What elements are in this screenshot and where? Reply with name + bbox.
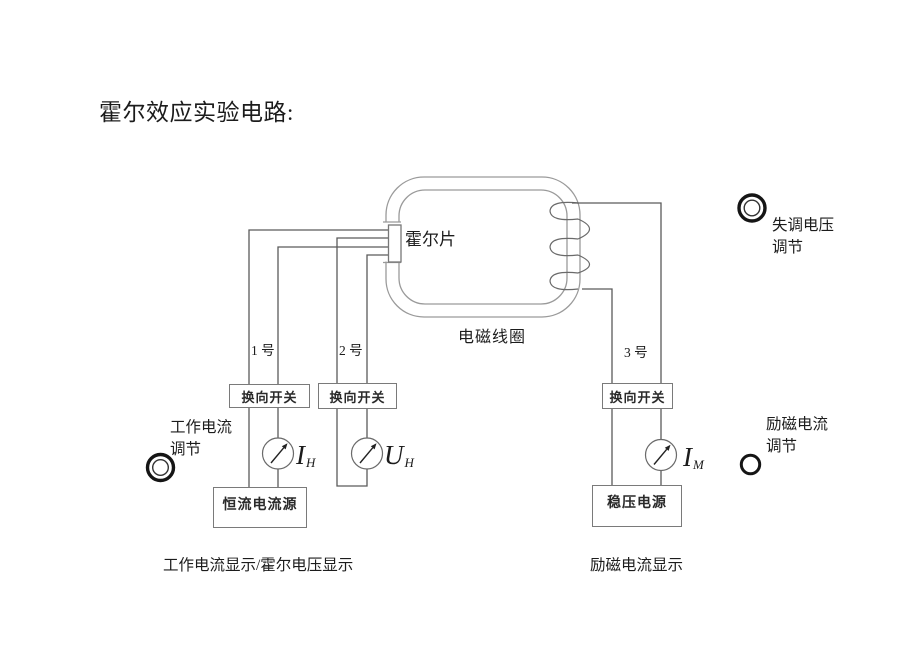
footer-left-label: 工作电流显示/霍尔电压显示 <box>163 557 354 574</box>
page-title: 霍尔效应实验电路: <box>99 100 294 125</box>
hall-plate-label: 霍尔片 <box>405 230 456 249</box>
regulated-power-supply-box: 稳压电源 <box>592 485 682 527</box>
excitation-current-label-line2: 调节 <box>766 437 798 455</box>
meter-ih-subscript: H <box>306 455 316 470</box>
constant-current-source-box: 恒流电流源 <box>213 487 307 528</box>
offset-voltage-label-line2: 调节 <box>772 238 804 256</box>
meter-uh-subscript: H <box>404 455 414 470</box>
meter-ih-dial <box>261 437 295 470</box>
meter-im-needle-icon <box>653 448 668 465</box>
meter-uh-dial <box>350 437 384 470</box>
meter-uh-needle-tip-icon <box>370 443 377 450</box>
working-current-label-line2: 调节 <box>170 440 202 458</box>
excitation-current-knob-label: 励磁电流 调节 <box>766 414 828 457</box>
reversing-switch-3: 换向开关 <box>602 383 673 409</box>
wire-3-right <box>572 202 662 486</box>
meter-ih-needle-tip-icon <box>281 443 288 450</box>
meter-ih <box>261 437 295 470</box>
excitation-current-label-line1: 励磁电流 <box>766 416 829 433</box>
meter-im-symbol: I <box>683 442 692 472</box>
meter-uh-needle-icon <box>359 447 374 464</box>
reversing-switch-1: 换向开关 <box>229 384 310 408</box>
wire-3-label: 3 号 <box>624 345 648 360</box>
wire-2-label: 2 号 <box>339 343 363 358</box>
reversing-switch-2: 换向开关 <box>318 383 397 409</box>
meter-im-needle-tip-icon <box>664 444 671 451</box>
offset-voltage-knob-label: 失调电压 调节 <box>772 215 834 258</box>
wire-2-left <box>336 237 396 487</box>
offset-voltage-knob <box>737 193 767 223</box>
working-current-knob <box>145 452 176 483</box>
meter-im-subscript: M <box>693 457 704 472</box>
meter-ih-needle-icon <box>270 447 285 464</box>
meter-im-dial <box>644 438 678 472</box>
meter-ih-symbol: I <box>296 440 305 470</box>
working-current-label-line1: 工作电流 <box>170 419 233 436</box>
coil-winding <box>549 201 591 291</box>
excitation-current-knob <box>739 453 762 476</box>
meter-uh <box>350 437 384 470</box>
offset-voltage-label-line1: 失调电压 <box>772 217 835 234</box>
meter-im <box>644 438 678 472</box>
wire-1-right <box>277 246 396 488</box>
wire-2-right <box>366 254 396 439</box>
coil-label: 电磁线圈 <box>458 329 527 346</box>
footer-right-label: 励磁电流显示 <box>590 557 684 574</box>
hall-plate <box>387 224 402 263</box>
wire-3-left <box>582 288 613 486</box>
working-current-knob-label: 工作电流 调节 <box>170 417 232 460</box>
wire-1-label: 1 号 <box>251 343 275 358</box>
meter-uh-symbol: U <box>384 440 404 470</box>
